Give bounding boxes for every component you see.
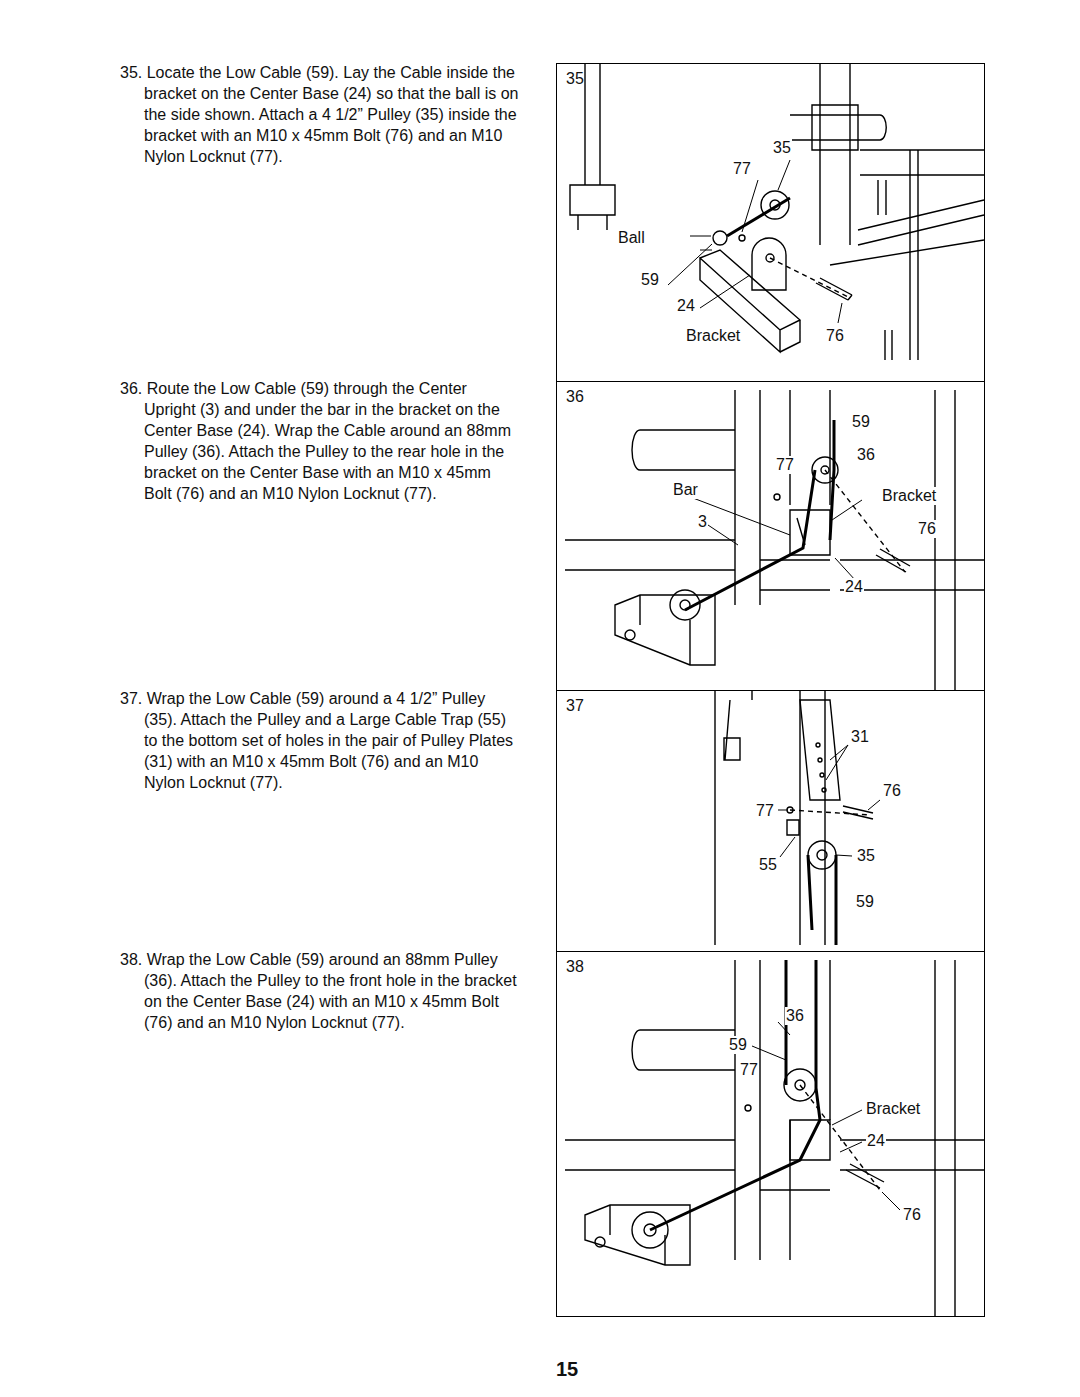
callout-number: 77: [775, 456, 795, 474]
step-37-illustration: [715, 690, 880, 945]
callout-number: Bracket: [865, 1100, 921, 1118]
callout-number: 24: [844, 578, 864, 596]
step-number: 36: [566, 388, 584, 406]
instruction-text: 36. Route the Low Cable (59) through the…: [120, 378, 520, 504]
callout-number: 36: [785, 1007, 805, 1025]
step-number: 38: [566, 958, 584, 976]
instruction-text: 35. Locate the Low Cable (59). Lay the C…: [120, 62, 520, 167]
step-panel: 38: [556, 951, 985, 1317]
callout-number: 77: [732, 160, 752, 178]
callout-number: 24: [676, 297, 696, 315]
callout-number: 59: [851, 413, 871, 431]
callout-number: 76: [917, 520, 937, 538]
callout-number: Bracket: [881, 487, 937, 505]
callout-number: 31: [850, 728, 870, 746]
callout-number: 76: [902, 1206, 922, 1224]
callout-number: Ball: [617, 229, 646, 247]
callout-number: 24: [866, 1132, 886, 1150]
page-number: 15: [556, 1358, 578, 1381]
callout-number: 59: [640, 271, 660, 289]
instruction-text: 37. Wrap the Low Cable (59) around a 4 1…: [120, 688, 520, 793]
callout-number: 77: [755, 802, 775, 820]
instruction-text: 38. Wrap the Low Cable (59) around an 88…: [120, 949, 520, 1033]
step-38-illustration: [565, 960, 984, 1316]
step-number: 37: [566, 697, 584, 715]
callout-number: 77: [739, 1061, 759, 1079]
callout-number: 35: [772, 139, 792, 157]
callout-number: 76: [882, 782, 902, 800]
callout-number: 59: [855, 893, 875, 911]
step-35-illustration: [570, 63, 984, 360]
callout-number: 59: [728, 1036, 748, 1054]
step-panel: 37: [556, 690, 985, 952]
callout-number: 3: [697, 513, 708, 531]
callout-number: 36: [856, 446, 876, 464]
callout-number: Bar: [672, 481, 699, 499]
callout-number: 35: [856, 847, 876, 865]
callout-number: Bracket: [685, 327, 741, 345]
callout-number: 55: [758, 856, 778, 874]
step-36-illustration: [565, 390, 984, 690]
callout-number: 76: [825, 327, 845, 345]
step-number: 35: [566, 70, 584, 88]
step-panel: 35: [556, 63, 985, 382]
